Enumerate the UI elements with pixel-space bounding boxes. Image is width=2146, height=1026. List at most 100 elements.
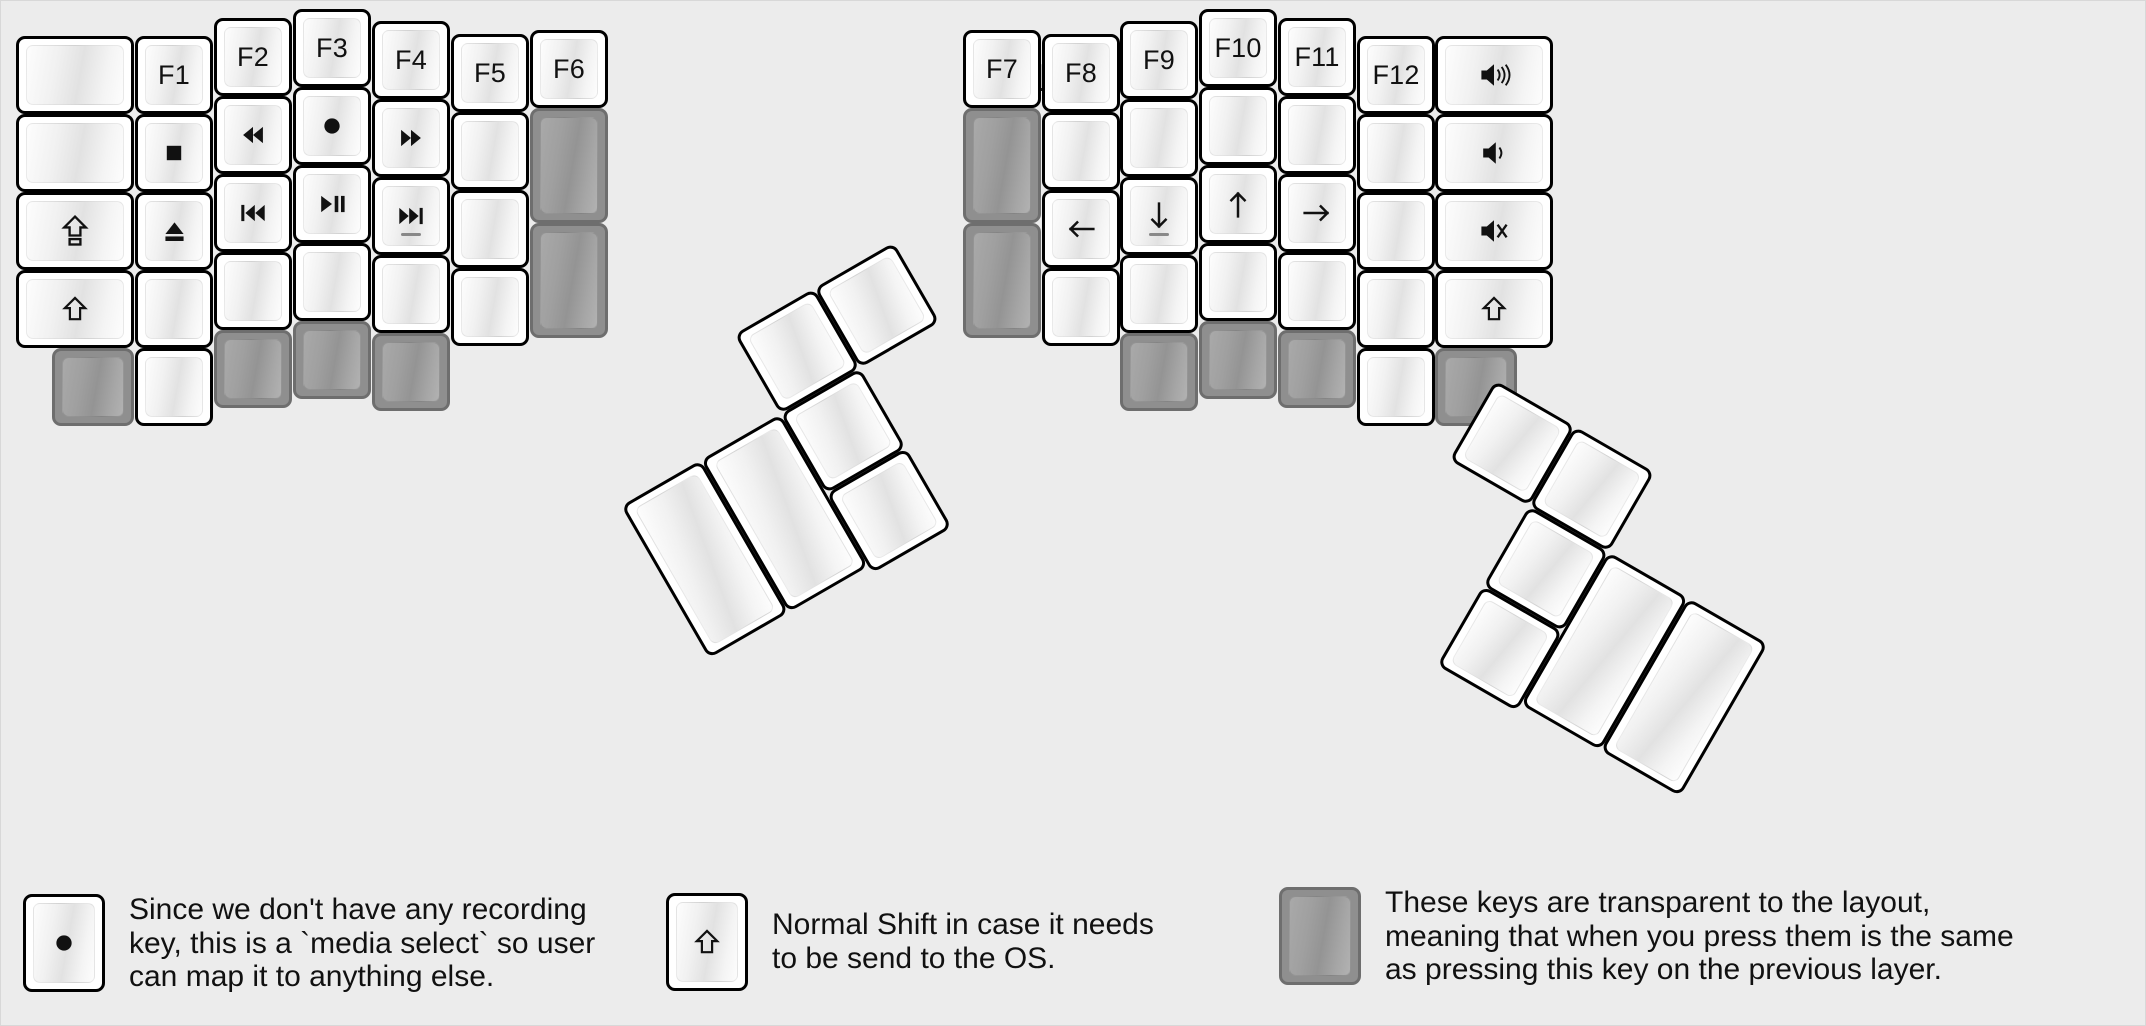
key-col-pinky-outer-r2[interactable]	[1435, 192, 1553, 270]
key-cap: F4	[382, 30, 440, 90]
key-cap	[303, 330, 361, 390]
key-col-index-r0[interactable]: F9	[1120, 21, 1198, 99]
key-cap	[1367, 201, 1425, 261]
key-cap	[145, 201, 203, 261]
arrow-right-icon	[1298, 194, 1336, 232]
key-col-index-inner-r2[interactable]	[451, 190, 529, 268]
shift-icon	[1477, 292, 1511, 326]
legend-key-0	[23, 894, 105, 993]
key-col-pinky-r3[interactable]	[135, 270, 213, 348]
key-label: F1	[158, 59, 190, 90]
key-col-index-r2[interactable]	[1120, 177, 1198, 255]
key-cap	[303, 174, 361, 234]
key-col-pinky-r2[interactable]	[1357, 192, 1435, 270]
key-cap	[145, 279, 203, 339]
key-col-inner-extra-r0[interactable]: F7	[963, 30, 1041, 108]
key-col-index-inner-r0[interactable]: F8	[1042, 34, 1120, 112]
key-col-index-r3[interactable]	[372, 255, 450, 333]
key-col-middle-r1[interactable]	[1199, 87, 1277, 165]
key-col-ring-r2[interactable]	[1278, 174, 1356, 252]
key-col-middle-r2[interactable]	[293, 165, 371, 243]
key-cap	[1288, 339, 1346, 399]
key-cap	[1209, 252, 1267, 312]
key-col-middle-r4[interactable]	[1199, 321, 1277, 399]
key-col-pinky-r0[interactable]: F1	[135, 36, 213, 114]
key-cap	[303, 252, 361, 312]
key-col-index-r1[interactable]	[1120, 99, 1198, 177]
key-cap	[1445, 201, 1543, 261]
key-col-pinky-outer-r4[interactable]	[52, 348, 134, 426]
key-col-ring-r2[interactable]	[214, 174, 292, 252]
media-rewind-icon	[235, 117, 271, 153]
key-cap	[26, 201, 124, 261]
key-label: F8	[1065, 57, 1097, 88]
key-col-pinky-r4[interactable]	[1357, 348, 1435, 426]
key-col-index-r4[interactable]	[372, 333, 450, 411]
key-col-inner-extra-r0[interactable]: F6	[530, 30, 608, 108]
key-col-middle-r3[interactable]	[293, 243, 371, 321]
key-col-pinky-outer-r1[interactable]	[1435, 114, 1553, 192]
key-col-pinky-r2[interactable]	[135, 192, 213, 270]
key-col-pinky-outer-r3[interactable]	[16, 270, 134, 348]
key-col-ring-r0[interactable]: F2	[214, 18, 292, 96]
key-col-middle-r2[interactable]	[1199, 165, 1277, 243]
arrow-left-icon	[1062, 210, 1100, 248]
volume-up-icon	[1476, 57, 1512, 93]
key-col-ring-r3[interactable]	[214, 252, 292, 330]
legend-swatch	[666, 893, 748, 991]
key-col-pinky-outer-r0[interactable]	[1435, 36, 1553, 114]
key-col-middle-r0[interactable]: F10	[1199, 9, 1277, 87]
key-col-middle-r3[interactable]	[1199, 243, 1277, 321]
key-col-pinky-r4[interactable]	[135, 348, 213, 426]
key-col-pinky-outer-r2[interactable]	[16, 192, 134, 270]
key-cap	[1288, 261, 1346, 321]
key-cap: F11	[1288, 27, 1346, 87]
legend-text: Since we don't have any recording key, t…	[129, 893, 596, 994]
key-col-index-inner-r1[interactable]	[1042, 112, 1120, 190]
key-col-middle-r0[interactable]: F3	[293, 9, 371, 87]
key-col-index-inner-r3[interactable]	[451, 268, 529, 346]
key-label: F5	[474, 57, 506, 88]
homing-bump-icon	[1149, 233, 1169, 236]
key-cap	[224, 105, 282, 165]
key-cap	[461, 277, 519, 337]
key-col-pinky-r0[interactable]: F12	[1357, 36, 1435, 114]
key-col-pinky-outer-r0[interactable]	[16, 36, 134, 114]
media-previous-icon	[235, 195, 271, 231]
key-label: F3	[316, 32, 348, 63]
key-col-ring-r4[interactable]	[1278, 330, 1356, 408]
key-col-ring-r3[interactable]	[1278, 252, 1356, 330]
key-col-index-inner-r0[interactable]: F5	[451, 34, 529, 112]
key-col-index-r1[interactable]	[372, 99, 450, 177]
key-col-inner-extra-r2[interactable]	[963, 223, 1041, 338]
key-cap	[382, 264, 440, 324]
key-col-index-inner-r2[interactable]	[1042, 190, 1120, 268]
key-col-middle-r1[interactable]	[293, 87, 371, 165]
key-col-index-r2[interactable]	[372, 177, 450, 255]
key-label: F10	[1214, 32, 1262, 63]
key-col-index-r4[interactable]	[1120, 333, 1198, 411]
key-label: F12	[1372, 59, 1420, 90]
key-cap	[461, 121, 519, 181]
key-col-pinky-outer-r1[interactable]	[16, 114, 134, 192]
key-col-ring-r4[interactable]	[214, 330, 292, 408]
key-col-index-inner-r3[interactable]	[1042, 268, 1120, 346]
key-col-inner-extra-r2[interactable]	[530, 223, 608, 338]
key-col-pinky-r1[interactable]	[1357, 114, 1435, 192]
key-col-index-r3[interactable]	[1120, 255, 1198, 333]
key-col-ring-r0[interactable]: F11	[1278, 18, 1356, 96]
key-cap	[1130, 108, 1188, 168]
key-col-inner-extra-r1[interactable]	[530, 108, 608, 223]
key-col-middle-r4[interactable]	[293, 321, 371, 399]
key-col-inner-extra-r1[interactable]	[963, 108, 1041, 223]
key-col-index-r0[interactable]: F4	[372, 21, 450, 99]
key-col-pinky-r1[interactable]	[135, 114, 213, 192]
key-col-pinky-outer-r3[interactable]	[1435, 270, 1553, 348]
key-col-ring-r1[interactable]	[214, 96, 292, 174]
key-col-index-inner-r1[interactable]	[451, 112, 529, 190]
key-cap	[1052, 199, 1110, 259]
key-cap: F2	[224, 27, 282, 87]
key-col-ring-r1[interactable]	[1278, 96, 1356, 174]
key-cap: F8	[1052, 43, 1110, 103]
key-col-pinky-r3[interactable]	[1357, 270, 1435, 348]
